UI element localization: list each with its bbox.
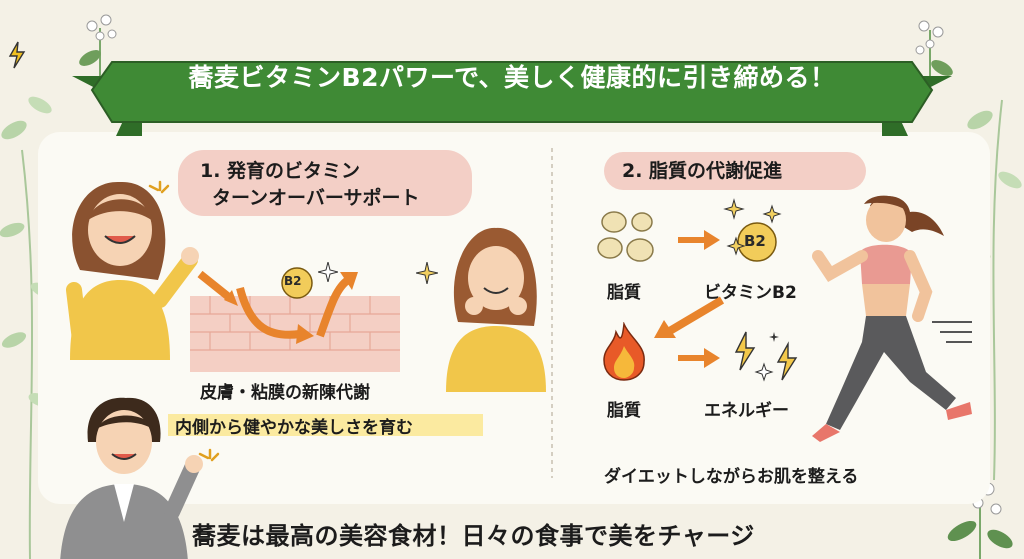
sparkle-icon-4 [198, 448, 220, 462]
ribbon-banner [72, 61, 952, 136]
man-pointing-illustration [60, 397, 203, 559]
section2-heading-pill [604, 152, 866, 190]
sparkle-icon-2 [318, 262, 338, 282]
arrow-right-icon-1 [678, 230, 720, 250]
b2-badge-label-right: B2 [744, 232, 766, 250]
sparkle-icon-3 [416, 262, 438, 284]
woman-pointing-illustration [66, 181, 199, 360]
sparkle-icon-5 [723, 198, 782, 256]
arrow-right-icon-2 [678, 348, 720, 368]
section1-heading-pill [178, 150, 472, 216]
fat-droplets-icon [597, 211, 654, 262]
lightning-icon [8, 41, 26, 69]
section2-subtitle: ダイエットしながらお肌を整える [604, 467, 859, 487]
section1-heading-line2: ターンオーバーサポート [212, 187, 420, 209]
b2-badge-label-left: B2 [284, 274, 302, 288]
subtitle-highlight [168, 414, 483, 436]
fire-icon [603, 322, 645, 381]
fat-label-top: 脂質 [607, 283, 641, 303]
energy-lightning-icon [734, 331, 798, 382]
vitamin-b2-label: ビタミンB2 [704, 283, 797, 303]
energy-label: エネルギー [704, 401, 789, 421]
skin-renewal-label: 皮膚・粘膜の新陳代謝 [200, 383, 370, 403]
footer-text: 蕎麦は最高の美容食材！日々の食事で美をチャージ [192, 522, 755, 550]
section1-heading-line1: 1. 発育のビタミン [200, 160, 361, 182]
arrow-diagonal-icon [654, 296, 725, 338]
skin-layer-illustration [190, 270, 400, 372]
section2-heading: 2. 脂質の代謝促進 [622, 160, 783, 182]
section1-subtitle: 内側から健やかな美しさを育む [175, 418, 413, 438]
b2-badge-icon-left [281, 267, 313, 299]
fat-label-bottom: 脂質 [607, 401, 641, 421]
running-woman-illustration [812, 195, 972, 442]
section-divider [551, 148, 553, 478]
sparkle-icon-1 [148, 180, 170, 194]
banner-title: 蕎麦ビタミンB2パワーで、美しく健康的に引き締める！ [188, 63, 836, 92]
b2-badge-icon-right [737, 222, 777, 262]
woman-happy-illustration [446, 227, 546, 392]
flower-decoration-top-left [79, 14, 117, 78]
motion-lines [932, 321, 972, 343]
flower-decoration-top-right [915, 20, 953, 90]
